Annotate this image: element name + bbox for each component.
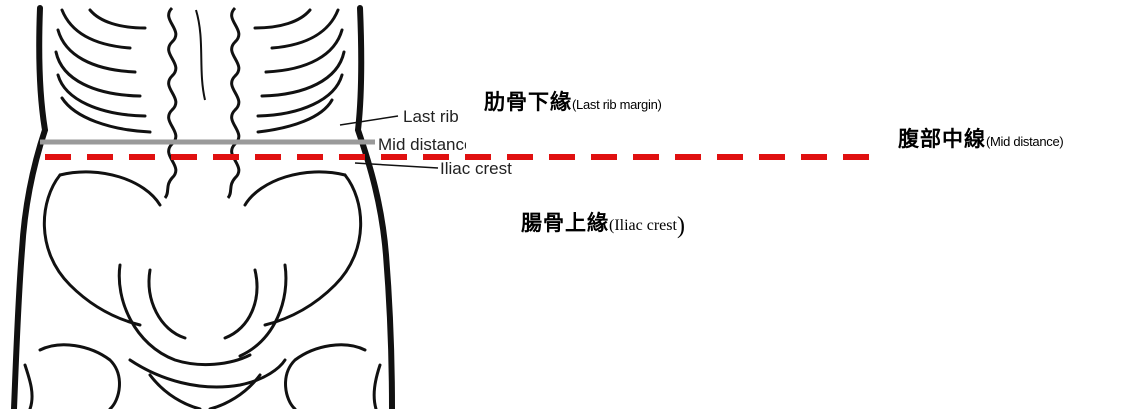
mid-distance-label: Mid distance <box>378 136 466 153</box>
annotation-last-rib-margin-en: (Last rib margin) <box>572 97 662 112</box>
pelvis <box>23 170 382 409</box>
spine-right <box>226 6 241 199</box>
annotation-last-rib-margin-cjk: 肋骨下緣 <box>484 90 572 114</box>
iliac-crest-pointer <box>354 162 439 169</box>
right-ribs <box>253 8 346 134</box>
annotation-iliac-crest-close-paren: ) <box>676 213 685 239</box>
last-rib-label: Last rib <box>403 107 459 126</box>
torso-outline-right <box>354 5 395 409</box>
annotation-mid-distance-cjk: 腹部中線 <box>898 127 986 151</box>
annotation-iliac-crest: 腸骨上緣(Iliac crest) <box>521 211 685 239</box>
annotation-iliac-crest-cjk: 腸骨上緣 <box>521 211 609 235</box>
annotation-mid-distance-en: (Mid distance) <box>986 134 1064 149</box>
annotation-mid-distance: 腹部中線(Mid distance) <box>898 127 1064 151</box>
annotation-last-rib-margin: 肋骨下緣(Last rib margin) <box>484 92 662 113</box>
iliac-crest-label: Iliac crest <box>440 159 512 178</box>
last-rib-pointer <box>339 115 399 126</box>
left-ribs <box>54 8 152 134</box>
annotation-iliac-crest-en: (Iliac crest <box>609 217 677 234</box>
torso-outline-left <box>11 5 49 409</box>
spine-center-top <box>195 9 206 101</box>
spine-left <box>163 6 178 199</box>
